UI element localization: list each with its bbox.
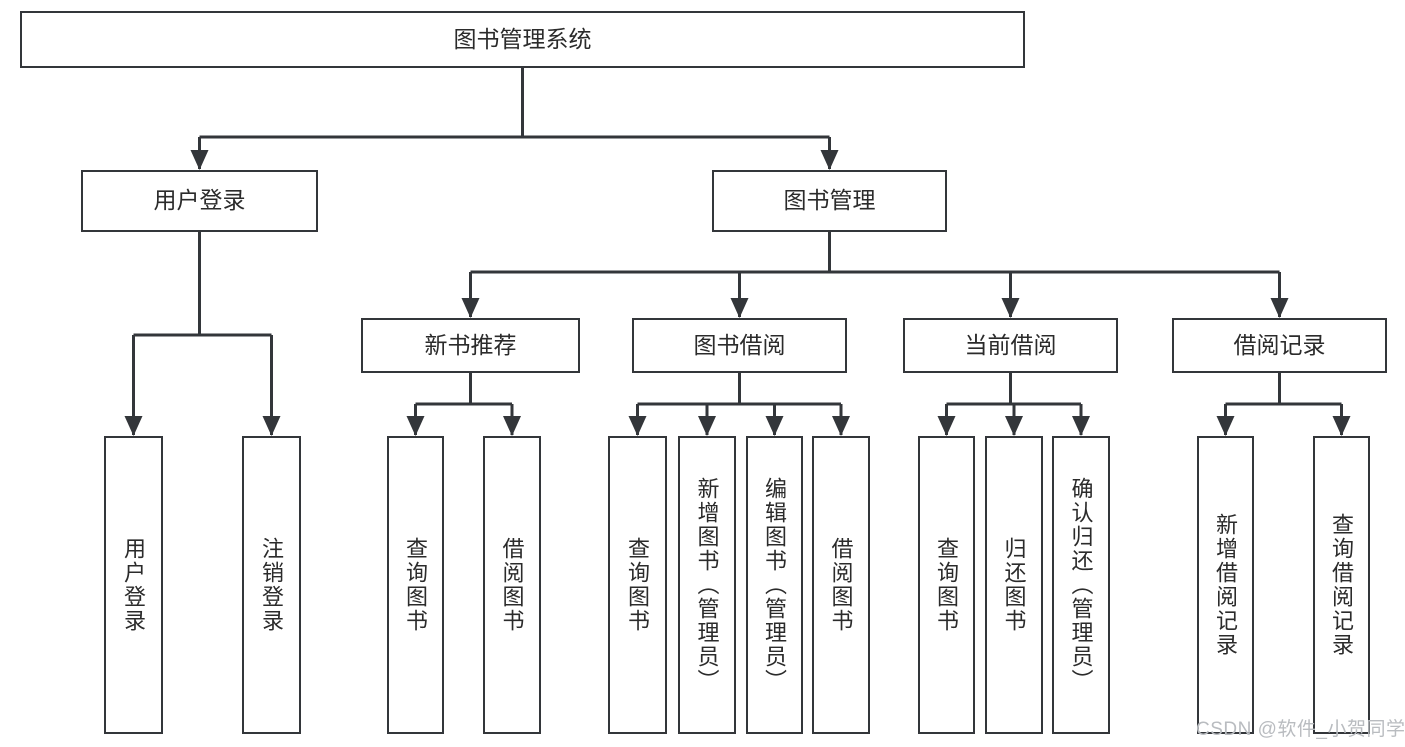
node-label-leaf-borrow-add: 新增图书（管理员）	[694, 477, 720, 693]
node-leaf-rec-add[interactable]: 新增借阅记录	[1197, 436, 1254, 734]
node-label-book-borrow: 图书借阅	[693, 331, 786, 358]
arrowhead-icon-borrow-record	[1270, 298, 1289, 318]
node-leaf-rec-search[interactable]: 查询借阅记录	[1313, 436, 1370, 734]
node-label-borrow-record: 借阅记录	[1233, 331, 1326, 358]
node-leaf-cur-return[interactable]: 归还图书	[985, 436, 1043, 734]
node-label-leaf-cur-query: 查询图书	[934, 537, 960, 633]
arrowhead-icon-leaf-borrow-lend	[832, 416, 850, 436]
node-new-book-rec[interactable]: 新书推荐	[361, 318, 580, 373]
node-root[interactable]: 图书管理系统	[20, 11, 1025, 68]
node-book-borrow[interactable]: 图书借阅	[632, 318, 847, 373]
arrowhead-icon-leaf-borrow-edit	[765, 416, 784, 436]
node-label-leaf-cur-confirm: 确认归还（管理员）	[1068, 477, 1094, 693]
node-label-leaf-rec-query: 查询图书	[403, 537, 429, 633]
arrowhead-icon-leaf-cur-query	[937, 416, 956, 436]
arrowhead-icon-leaf-cur-return	[1005, 416, 1023, 436]
node-label-leaf-user-logout: 注销登录	[259, 537, 285, 633]
node-leaf-cur-query[interactable]: 查询图书	[918, 436, 975, 734]
node-leaf-borrow-lend[interactable]: 借阅图书	[812, 436, 870, 734]
arrowhead-icon-book-borrow	[730, 298, 749, 318]
arrowhead-icon-current-borrow	[1001, 298, 1020, 318]
node-label-new-book-rec: 新书推荐	[424, 331, 517, 358]
node-label-user-login: 用户登录	[153, 187, 246, 214]
arrowhead-icon-leaf-user-login	[124, 416, 143, 436]
node-label-root: 图书管理系统	[453, 25, 592, 52]
node-leaf-borrow-add[interactable]: 新增图书（管理员）	[678, 436, 736, 734]
arrowhead-icon-new-book-rec	[461, 298, 480, 318]
arrowhead-icon-leaf-cur-confirm	[1072, 416, 1090, 436]
node-label-leaf-cur-return: 归还图书	[1001, 537, 1027, 633]
arrowhead-icon-book-manage	[820, 150, 839, 170]
arrowhead-icon-leaf-rec-borrow	[503, 416, 521, 436]
node-label-leaf-borrow-edit: 编辑图书（管理员）	[762, 477, 788, 693]
node-label-leaf-borrow-lend: 借阅图书	[828, 537, 854, 633]
arrowhead-icon-user-login	[190, 150, 209, 170]
node-label-current-borrow: 当前借阅	[964, 331, 1057, 358]
node-label-leaf-rec-search: 查询借阅记录	[1329, 513, 1355, 657]
node-label-leaf-borrow-query: 查询图书	[625, 537, 651, 633]
arrowhead-icon-leaf-rec-add	[1216, 416, 1235, 436]
node-leaf-user-logout[interactable]: 注销登录	[242, 436, 301, 734]
node-leaf-borrow-query[interactable]: 查询图书	[608, 436, 667, 734]
arrowhead-icon-leaf-borrow-query	[628, 416, 647, 436]
node-book-manage[interactable]: 图书管理	[712, 170, 947, 232]
node-leaf-borrow-edit[interactable]: 编辑图书（管理员）	[746, 436, 803, 734]
arrowhead-icon-leaf-rec-search	[1332, 416, 1351, 436]
node-leaf-cur-confirm[interactable]: 确认归还（管理员）	[1052, 436, 1110, 734]
node-label-leaf-rec-borrow: 借阅图书	[499, 537, 525, 633]
node-leaf-rec-borrow[interactable]: 借阅图书	[483, 436, 541, 734]
node-label-book-manage: 图书管理	[783, 187, 876, 214]
node-leaf-rec-query[interactable]: 查询图书	[387, 436, 444, 734]
arrowhead-icon-leaf-borrow-add	[698, 416, 716, 436]
node-current-borrow[interactable]: 当前借阅	[903, 318, 1118, 373]
node-user-login[interactable]: 用户登录	[81, 170, 318, 232]
node-leaf-user-login[interactable]: 用户登录	[104, 436, 163, 734]
arrowhead-icon-leaf-rec-query	[406, 416, 425, 436]
arrowhead-icon-leaf-user-logout	[262, 416, 281, 436]
node-label-leaf-rec-add: 新增借阅记录	[1213, 513, 1239, 657]
node-label-leaf-user-login: 用户登录	[121, 537, 147, 633]
node-borrow-record[interactable]: 借阅记录	[1172, 318, 1387, 373]
